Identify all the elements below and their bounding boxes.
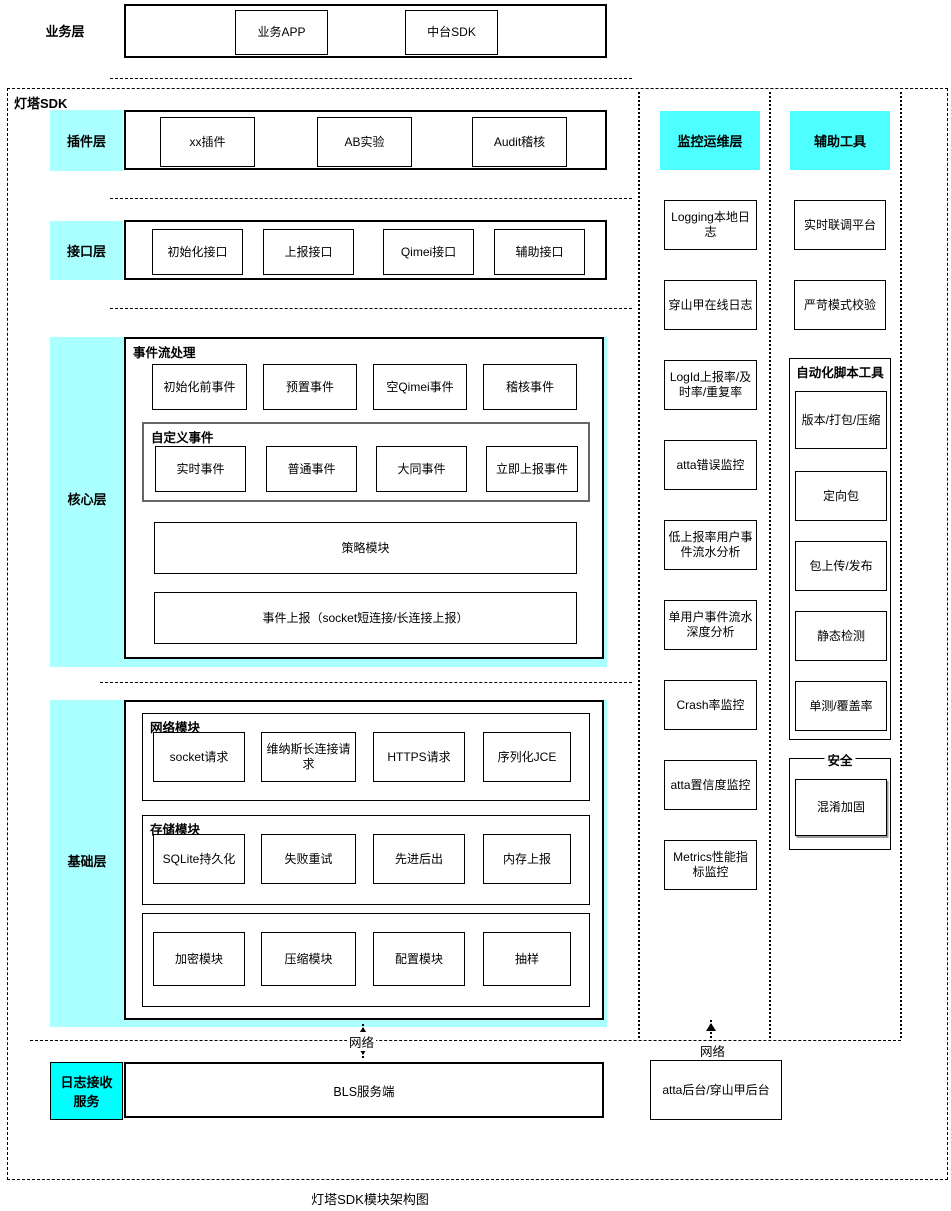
dotted-divider-1 [638,92,640,1038]
core-layer-box: 事件流处理 初始化前事件 预置事件 空Qimei事件 稽核事件 自定义事件 实时… [124,337,604,659]
bls-server-box: BLS服务端 [124,1062,604,1118]
event-report-box: 事件上报（socket短连接/长连接上报） [154,592,577,644]
network-label-right: 网络 [698,1041,728,1060]
tool-upload-publish-box: 包上传/发布 [795,541,887,591]
dashed-divider-interface [110,308,632,309]
atta-backend-box: atta后台/穿山甲后台 [650,1060,782,1120]
plugin-xx-box: xx插件 [160,117,255,167]
venus-longconn-box: 维纳斯长连接请求 [261,732,356,782]
tool-version-pack-box: 版本/打包/压缩 [795,391,887,449]
log-service-label: 日志接收服务 [50,1062,123,1120]
diagram-caption: 灯塔SDK模块架构图 [311,1192,429,1207]
preset-event-box: 预置事件 [263,364,357,410]
immediate-report-event-box: 立即上报事件 [486,446,578,492]
monitor-atta-error-box: atta错误监控 [664,440,757,490]
monitor-crash-rate-box: Crash率监控 [664,680,757,730]
plugin-audit-box: Audit稽核 [472,117,567,167]
sdk-title: 灯塔SDK [14,96,68,111]
tool-targeted-pack-box: 定向包 [795,471,887,521]
dashed-divider-network [30,1040,901,1041]
normal-event-box: 普通事件 [266,446,357,492]
monitor-logging-box: Logging本地日志 [664,200,757,250]
tool-static-check-box: 静态检测 [795,611,887,661]
business-app-box: 业务APP [235,10,328,55]
monitor-single-user-box: 单用户事件流水深度分析 [664,600,757,650]
security-title: 安全 [824,750,856,769]
dotted-divider-3 [900,92,902,1038]
filo-box: 先进后出 [373,834,465,884]
empty-qimei-event-box: 空Qimei事件 [373,364,467,410]
security-group: 安全 混淆加固 [789,750,891,850]
business-layer-box: 业务APP 中台SDK [124,4,607,58]
core-layer-label: 核心层 [67,491,107,507]
strategy-module-box: 策略模块 [154,522,577,574]
plugin-ab-box: AB实验 [317,117,412,167]
jce-serialize-box: 序列化JCE [483,732,571,782]
socket-request-box: socket请求 [153,732,245,782]
monitor-column-header: 监控运维层 [660,111,760,170]
interface-layer-box: 初始化接口 上报接口 Qimei接口 辅助接口 [124,220,607,280]
script-tools-group: 自动化脚本工具 版本/打包/压缩 定向包 包上传/发布 静态检测 单测/覆盖率 [789,358,891,740]
sampling-box: 抽样 [483,932,571,986]
https-request-box: HTTPS请求 [373,732,465,782]
realtime-event-box: 实时事件 [155,446,246,492]
midplatform-sdk-box: 中台SDK [405,10,498,55]
helper-api-box: 辅助接口 [494,229,585,275]
pre-init-event-box: 初始化前事件 [152,364,247,410]
init-api-box: 初始化接口 [152,229,243,275]
audit-event-box: 稽核事件 [483,364,577,410]
config-module-box: 配置模块 [373,932,465,986]
monitor-atta-confidence-box: atta置信度监控 [664,760,757,810]
network-module-title: 网络模块 [150,721,201,735]
plugin-layer-box: xx插件 AB实验 Audit稽核 [124,110,607,170]
custom-events-group: 自定义事件 实时事件 普通事件 大同事件 立即上报事件 [142,422,590,502]
plugin-layer-label: 插件层 [50,110,123,171]
monitor-pangolin-log-box: 穿山甲在线日志 [664,280,757,330]
encrypt-module-box: 加密模块 [153,932,245,986]
event-stream-title: 事件流处理 [133,346,196,360]
obfuscation-box: 混淆加固 [795,779,887,836]
compress-module-box: 压缩模块 [261,932,356,986]
memory-report-box: 内存上报 [483,834,571,884]
tools-strict-mode-box: 严苛模式校验 [794,280,886,330]
dotted-divider-2 [769,92,771,1038]
script-tools-title: 自动化脚本工具 [796,366,884,380]
storage-module-title: 存储模块 [150,823,201,837]
qimei-api-box: Qimei接口 [383,229,474,275]
tools-realtime-debug-box: 实时联调平台 [794,200,886,250]
misc-module-group: 加密模块 压缩模块 配置模块 抽样 [142,913,590,1007]
sqlite-box: SQLite持久化 [153,834,245,884]
datong-event-box: 大同事件 [376,446,467,492]
dashed-divider-core [100,682,632,683]
base-layer-box: 网络模块 socket请求 维纳斯长连接请求 HTTPS请求 序列化JCE 存储… [124,700,604,1020]
tools-column-header: 辅助工具 [790,111,890,170]
tool-unittest-coverage-box: 单测/覆盖率 [795,681,887,731]
network-module-group: 网络模块 socket请求 维纳斯长连接请求 HTTPS请求 序列化JCE [142,713,590,801]
report-api-box: 上报接口 [263,229,354,275]
monitor-low-report-box: 低上报率用户事件流水分析 [664,520,757,570]
retry-box: 失败重试 [261,834,356,884]
network-label-left: 网络 [347,1032,377,1051]
monitor-metrics-box: Metrics性能指标监控 [664,840,757,890]
custom-events-title: 自定义事件 [151,431,214,445]
base-layer-label: 基础层 [67,853,107,869]
storage-module-group: 存储模块 SQLite持久化 失败重试 先进后出 内存上报 [142,815,590,905]
dashed-divider-plugin [110,198,632,199]
monitor-logid-rate-box: LogId上报率/及时率/重复率 [664,360,757,410]
dashed-divider-business [110,78,632,79]
business-layer-label: 业务层 [45,23,85,39]
sdk-frame [7,88,948,1180]
interface-layer-label: 接口层 [50,221,123,280]
